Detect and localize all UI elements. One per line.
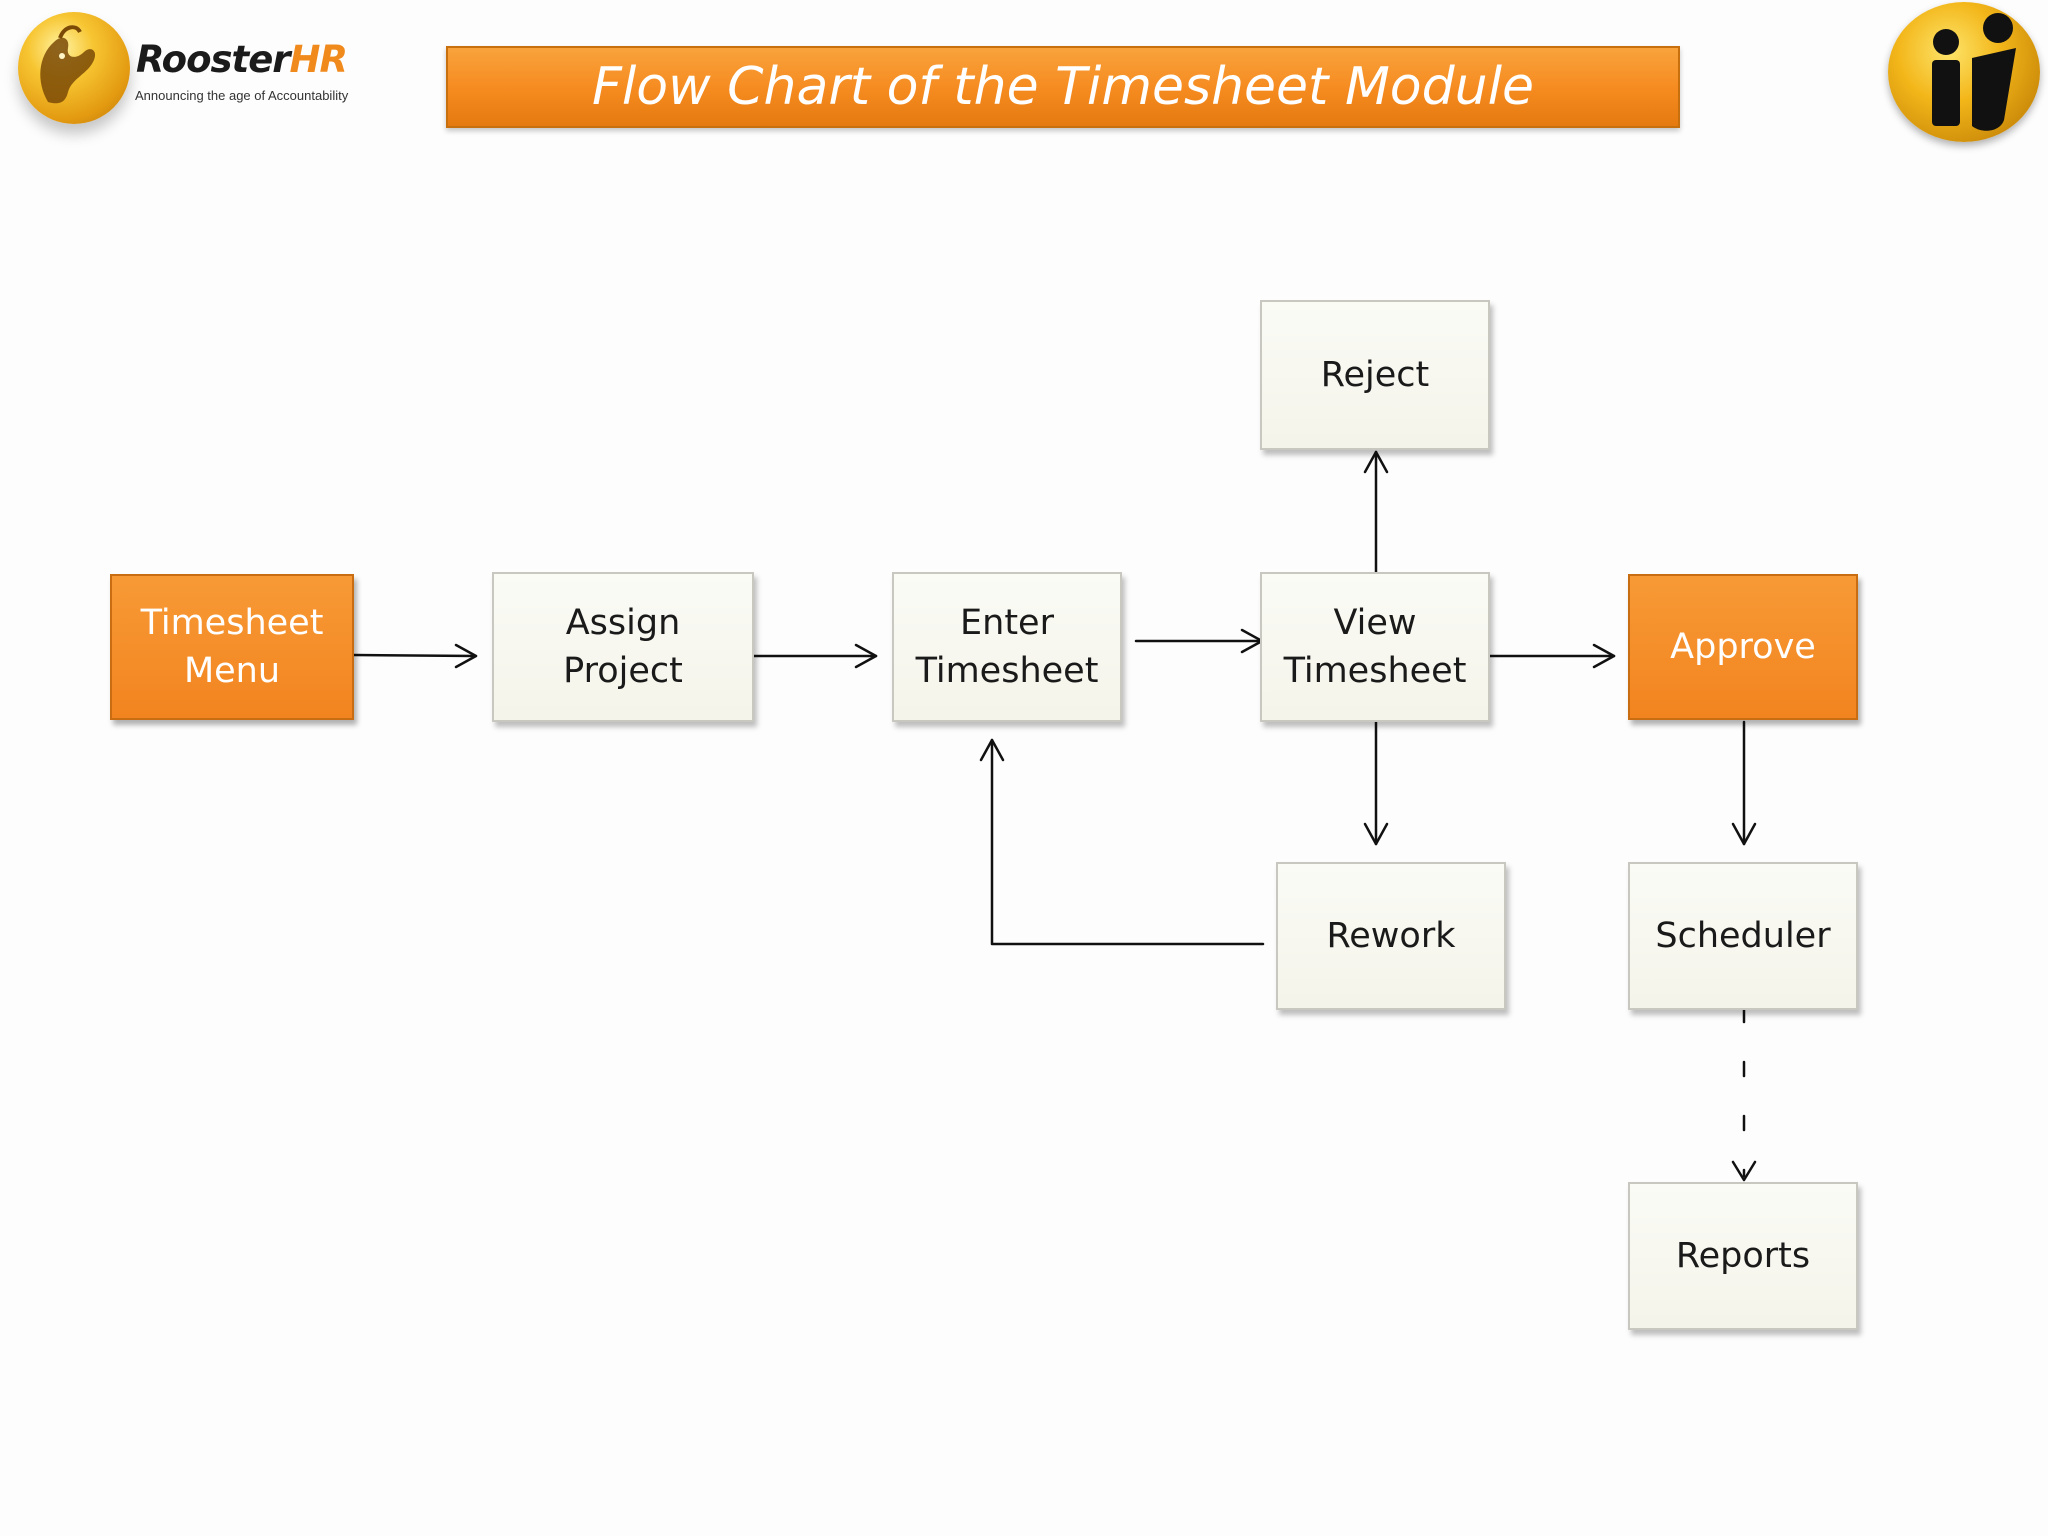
arrowhead-view-to-reject xyxy=(1363,450,1389,474)
arrowhead-scheduler-to-reports xyxy=(1731,1160,1757,1182)
arrowhead-approve-to-scheduler xyxy=(1731,822,1757,846)
brand-name-primary: Rooster xyxy=(136,38,291,81)
edge-rework-to-enter xyxy=(990,738,1265,946)
node-timesheet-menu: Timesheet Menu xyxy=(110,574,354,720)
node-scheduler: Scheduler xyxy=(1628,862,1858,1010)
brand-tagline: Announcing the age of Accountability xyxy=(135,88,349,103)
node-rework: Rework xyxy=(1276,862,1506,1010)
roosterhr-logo: RoosterHR Announcing the age of Accounta… xyxy=(0,0,380,150)
edge-menu-to-assign xyxy=(352,653,478,658)
page-title: Flow Chart of the Timesheet Module xyxy=(446,46,1680,128)
node-reject: Reject xyxy=(1260,300,1490,450)
arrowhead-menu-to-assign xyxy=(454,643,478,669)
node-assign-project: Assign Project xyxy=(492,572,754,722)
brand-name-accent: HR xyxy=(289,38,348,81)
rooster-icon xyxy=(18,12,130,124)
node-reports: Reports xyxy=(1628,1182,1858,1330)
arrowhead-assign-to-enter xyxy=(854,643,878,669)
arrowhead-view-to-rework xyxy=(1363,822,1389,846)
node-view-timesheet: View Timesheet xyxy=(1260,572,1490,722)
arrowhead-view-to-approve xyxy=(1592,643,1616,669)
node-approve: Approve xyxy=(1628,574,1858,720)
arrowhead-rework-to-enter xyxy=(979,738,1005,762)
info-person-icon xyxy=(1888,2,2040,142)
brand-name: RoosterHR xyxy=(136,38,348,82)
node-enter-timesheet: Enter Timesheet xyxy=(892,572,1122,722)
